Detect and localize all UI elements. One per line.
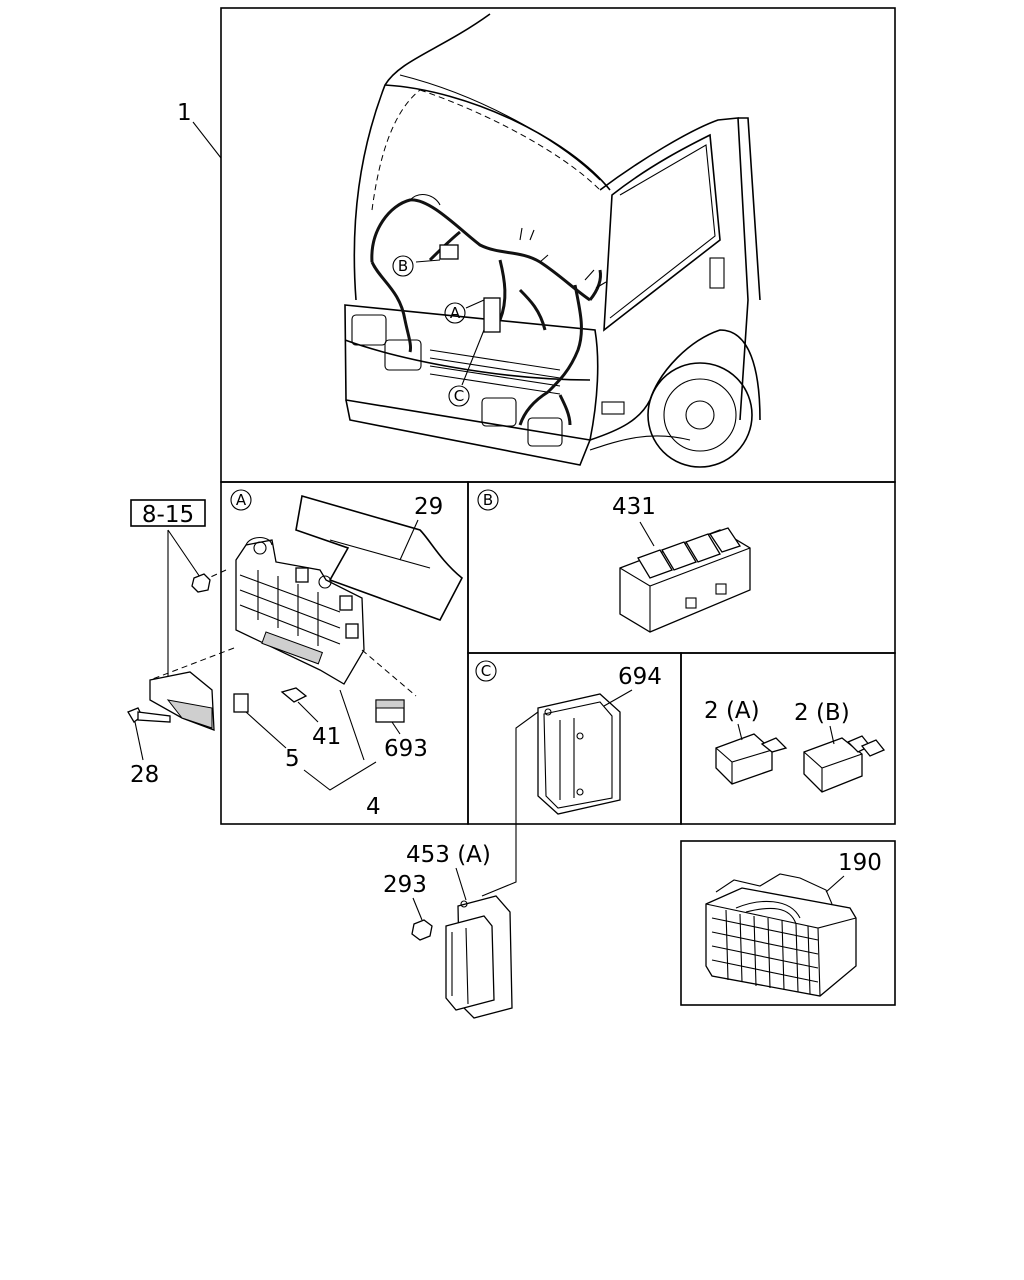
marker-b-overview: B <box>392 255 414 277</box>
marker-b-panel: B <box>477 489 499 511</box>
leader-190 <box>825 875 845 893</box>
leader-41 <box>297 701 319 723</box>
relay-2b-icon <box>803 735 886 793</box>
leader-431 <box>639 521 655 547</box>
leader-2b <box>829 725 835 745</box>
callout-293: 293 <box>383 872 427 898</box>
callout-453a: 453 (A) <box>406 842 491 868</box>
leader-453a <box>455 867 467 901</box>
callout-694: 694 <box>618 664 662 690</box>
cover-part <box>295 494 464 621</box>
leader-693 <box>361 649 417 697</box>
leader-693-label <box>391 721 401 735</box>
fuse-5-icon <box>233 693 249 713</box>
svg-text:C: C <box>481 662 491 680</box>
nut-293-icon <box>411 919 433 941</box>
svg-text:B: B <box>398 257 408 275</box>
leader-5 <box>245 711 287 749</box>
callout-28: 28 <box>130 762 159 788</box>
truck-cab-illustration <box>344 13 761 468</box>
callout-29: 29 <box>414 494 443 520</box>
callout-2a: 2 (A) <box>704 698 760 724</box>
connector-190 <box>705 873 857 997</box>
svg-text:B: B <box>483 491 493 509</box>
relay-panel <box>680 652 896 825</box>
leader-bracket <box>149 647 235 681</box>
callout-8-15: 8-15 <box>142 502 194 528</box>
relay-431 <box>619 527 751 633</box>
leader-293 <box>412 897 423 921</box>
bolt-icon <box>127 707 171 723</box>
relay-b-location-icon <box>439 244 459 260</box>
marker-c-panel: C <box>475 660 497 682</box>
connector-panel <box>680 840 896 1006</box>
callout-41: 41 <box>312 724 341 750</box>
leader-28 <box>134 721 144 761</box>
relay-2a-icon <box>715 733 788 785</box>
marker-a-overview: A <box>444 302 466 324</box>
marker-c-overview: C <box>448 385 470 407</box>
svg-text:C: C <box>454 387 464 405</box>
leader-453-link <box>481 711 539 897</box>
callout-190: 190 <box>838 850 882 876</box>
callout-431: 431 <box>612 494 656 520</box>
callout-5: 5 <box>285 746 300 772</box>
leader-8-15 <box>167 529 203 680</box>
ecu-453a <box>445 895 513 1019</box>
callout-693: 693 <box>384 736 428 762</box>
ref-box-8-15 <box>130 499 206 527</box>
overview-panel <box>220 7 896 483</box>
callout-4: 4 <box>366 794 381 820</box>
leader-2a <box>737 723 743 741</box>
module-694 <box>537 693 621 815</box>
callout-1: 1 <box>177 100 192 126</box>
junction-block-a-icon <box>483 297 501 333</box>
svg-text:A: A <box>450 304 461 322</box>
leader-4 <box>303 689 377 791</box>
fuse-41-icon <box>280 687 308 703</box>
nut-icon <box>191 573 211 593</box>
callout-2b: 2 (B) <box>794 700 850 726</box>
fuse-block <box>235 536 365 685</box>
leader-1 <box>192 121 222 159</box>
marker-a-panel: A <box>230 489 252 511</box>
leader-29 <box>399 519 419 561</box>
svg-text:A: A <box>236 491 247 509</box>
leader-694 <box>603 689 633 707</box>
